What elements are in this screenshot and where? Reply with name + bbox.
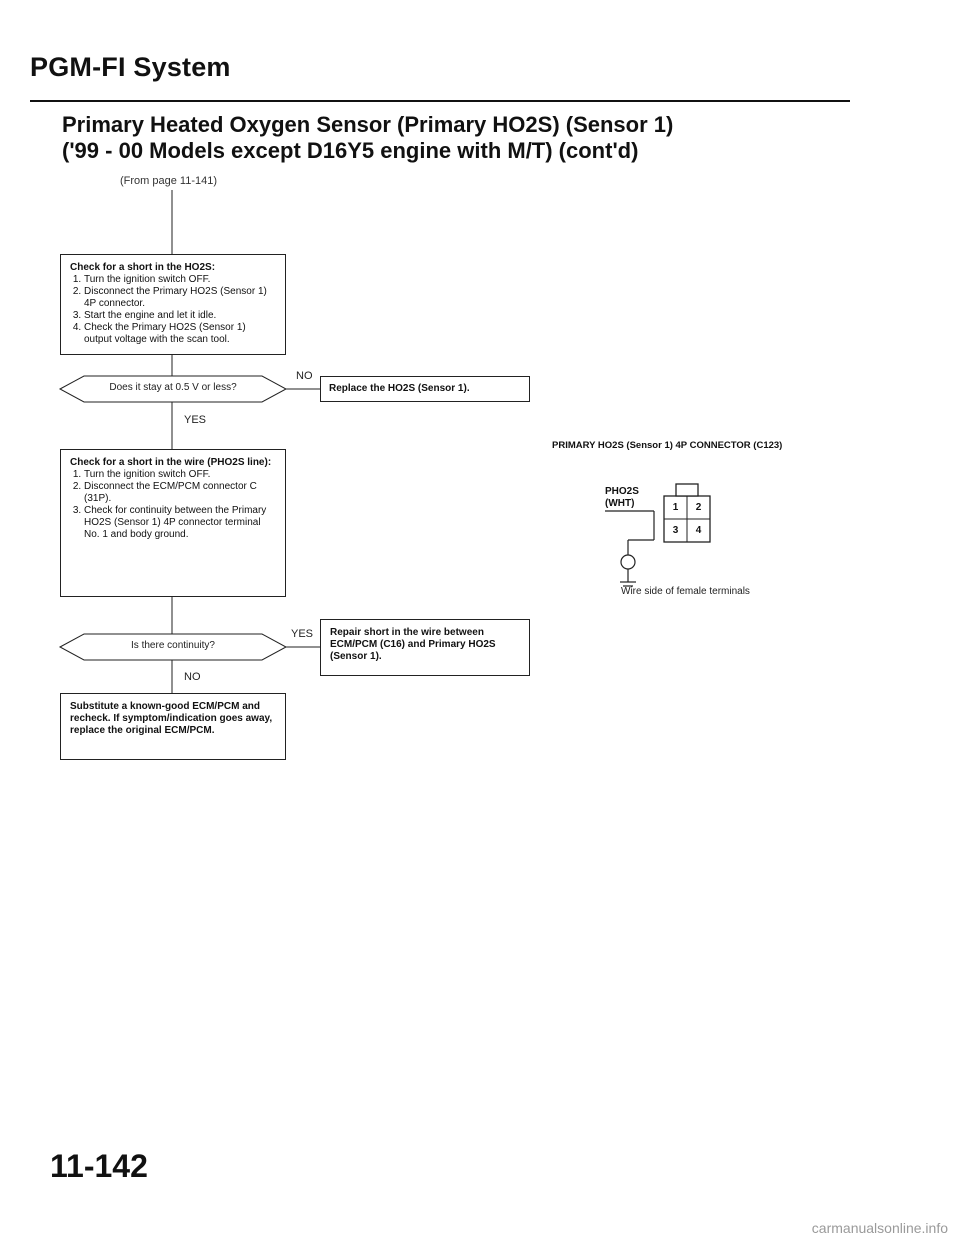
step1-item: Check the Primary HO2S (Sensor 1) output… [84, 322, 276, 346]
connector-pin-label: PHO2S [605, 486, 639, 497]
terminal-1: 1 [672, 502, 679, 513]
connector-note: Wire side of female terminals [621, 586, 750, 597]
from-page-note: (From page 11-141) [120, 175, 218, 187]
decision1-no-label: NO [296, 370, 313, 382]
replace-ho2s-box: Replace the HO2S (Sensor 1). [320, 376, 530, 402]
replace-ho2s-text: Replace the HO2S (Sensor 1). [329, 383, 470, 394]
page-title-line1: Primary Heated Oxygen Sensor (Primary HO… [62, 112, 674, 137]
step1-item: Disconnect the Primary HO2S (Sensor 1) 4… [84, 286, 276, 310]
step1-item: Start the engine and let it idle. [84, 310, 276, 322]
terminal-2: 2 [695, 502, 702, 513]
decision1-yes-label: YES [184, 414, 207, 426]
header-rule [30, 100, 850, 102]
decision2-yes-label: YES [291, 628, 314, 640]
sensor-symbol [620, 554, 636, 570]
decision2-no-label: NO [184, 671, 201, 683]
step1-box: Check for a short in the HO2S: Turn the … [60, 254, 286, 355]
terminal-3: 3 [672, 525, 679, 536]
connector-wire-color: (WHT) [605, 498, 635, 509]
connector-diagram [605, 483, 711, 587]
decision2-text: Is there continuity? [131, 640, 215, 651]
terminal-4: 4 [695, 525, 702, 536]
watermark: carmanualsonline.info [811, 1220, 948, 1236]
step2-item: Turn the ignition switch OFF. [84, 469, 276, 481]
step2-box: Check for a short in the wire (PHO2S lin… [60, 449, 286, 597]
section-title: PGM-FI System [30, 52, 231, 82]
final-step-text: Substitute a known-good ECM/PCM and rech… [70, 701, 273, 736]
connector-title: PRIMARY HO2S (Sensor 1) 4P CONNECTOR (C1… [552, 440, 783, 451]
repair-short-box: Repair short in the wire between ECM/PCM… [320, 619, 530, 676]
step2-heading: Check for a short in the wire (PHO2S lin… [70, 457, 272, 468]
connector-latch [675, 483, 699, 497]
step2-item: Check for continuity between the Primary… [84, 505, 276, 541]
step1-heading: Check for a short in the HO2S: [70, 262, 216, 273]
page-number: 11-142 [50, 1148, 148, 1184]
step1-item: Turn the ignition switch OFF. [84, 274, 276, 286]
final-step-box: Substitute a known-good ECM/PCM and rech… [60, 693, 286, 760]
step1-list: Turn the ignition switch OFF. Disconnect… [70, 274, 276, 346]
page-title-line2: ('99 - 00 Models except D16Y5 engine wit… [62, 138, 639, 163]
step2-list: Turn the ignition switch OFF. Disconnect… [70, 469, 276, 541]
repair-short-text: Repair short in the wire between ECM/PCM… [330, 627, 496, 662]
decision1-text: Does it stay at 0.5 V or less? [109, 382, 237, 393]
step2-item: Disconnect the ECM/PCM connector C (31P)… [84, 481, 276, 505]
